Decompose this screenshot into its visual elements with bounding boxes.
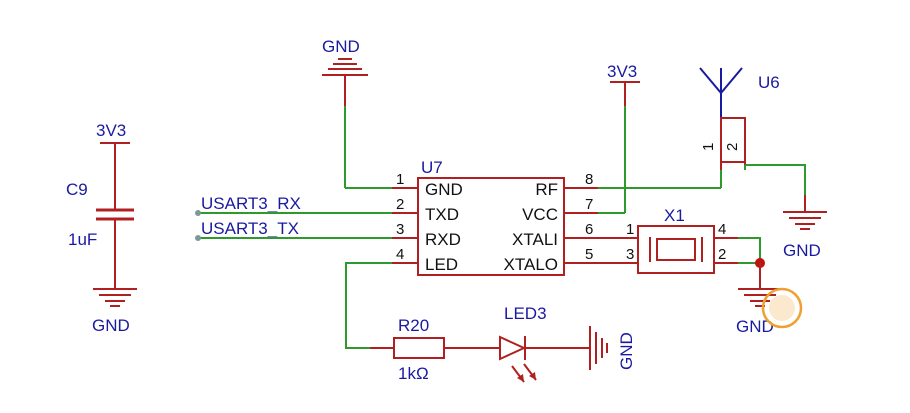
c9-value-label: 1uF xyxy=(68,230,97,249)
u7-pin-num: 4 xyxy=(396,246,404,263)
tx-port-dot xyxy=(195,235,201,241)
x1-pin-num: 2 xyxy=(718,246,726,263)
net-label-tx: USART3_TX xyxy=(201,219,299,238)
u7-pin-name: XTALI xyxy=(512,230,558,249)
u7-pin-num: 3 xyxy=(396,221,404,238)
u6-ref-label: U6 xyxy=(758,73,780,92)
u7-pin-name: LED xyxy=(425,255,458,274)
gnd-symbol-top: GND xyxy=(322,37,392,189)
led3-arrowhead-2 xyxy=(529,372,536,380)
u6-pin-num: 2 xyxy=(724,143,741,151)
x1-pin-num: 4 xyxy=(718,221,726,238)
vcc-supply: 3V3 xyxy=(598,62,640,214)
led3-triangle xyxy=(499,335,527,361)
u6-gnd-label: GND xyxy=(783,241,821,260)
u7-pin-name: XTALO xyxy=(504,255,558,274)
u7-body xyxy=(417,177,565,276)
u7-pin-name: TXD xyxy=(425,205,459,224)
cursor-highlight-ring xyxy=(761,287,803,329)
vcc-supply-label: 3V3 xyxy=(607,62,637,81)
c9-supply-label: 3V3 xyxy=(96,121,126,140)
u7-pin-name: RXD xyxy=(425,230,461,249)
u7-pin-num: 8 xyxy=(585,171,593,188)
antenna-arm-right xyxy=(720,67,743,94)
led3-ref-label: LED3 xyxy=(504,304,547,323)
u7-pin-name: VCC xyxy=(522,205,558,224)
rx-port-dot xyxy=(195,210,201,216)
x1-ref-label: X1 xyxy=(664,206,685,225)
led-gnd-label: GND xyxy=(617,332,636,370)
wire-x1-pin4 xyxy=(738,237,761,263)
x1-gnd-label: GND xyxy=(736,317,774,336)
antenna-u6: U6 1 2 GND xyxy=(598,67,827,260)
wire-led xyxy=(345,262,392,349)
led3-arrowhead-1 xyxy=(517,374,524,382)
u6-pin-num: 1 xyxy=(700,143,717,151)
u7-pin-num: 6 xyxy=(585,221,593,238)
u7-ref-label: U7 xyxy=(421,158,443,177)
cursor-highlight-fill xyxy=(769,295,795,321)
x1-crystal-element xyxy=(656,238,696,261)
antenna-arm-left xyxy=(699,67,722,94)
r20-value-label: 1kΩ xyxy=(398,364,429,383)
module-u7: U7 1 2 3 4 GND TXD RXD LED 8 7 6 5 RF VC… xyxy=(392,158,598,276)
crystal-x1: X1 1 3 4 2 GND xyxy=(598,206,803,336)
u7-pin-num: 2 xyxy=(396,196,404,213)
usart-nets: USART3_RX USART3_TX xyxy=(195,194,392,241)
u7-pin-name: RF xyxy=(535,180,558,199)
u7-pin-num: 1 xyxy=(396,171,404,188)
u6-body xyxy=(720,117,746,163)
resistor-r20 xyxy=(393,337,445,359)
c9-gnd-label: GND xyxy=(92,316,130,335)
c9-ref-label: C9 xyxy=(66,180,88,199)
x1-pin-num: 3 xyxy=(626,246,634,263)
u7-pin-num: 5 xyxy=(585,246,593,263)
x1-pin-num: 1 xyxy=(626,221,634,238)
u7-pin-num: 7 xyxy=(585,196,593,213)
top-gnd-label: GND xyxy=(322,37,360,56)
led-circuit: R20 1kΩ LED3 GND xyxy=(345,262,636,383)
x1-body xyxy=(637,225,715,274)
wire-u6-gnd xyxy=(745,164,806,195)
u7-pin-name: GND xyxy=(425,180,463,199)
capacitor-c9: 3V3 C9 1uF GND xyxy=(66,121,137,335)
net-label-rx: USART3_RX xyxy=(201,194,301,213)
r20-ref-label: R20 xyxy=(398,316,429,335)
